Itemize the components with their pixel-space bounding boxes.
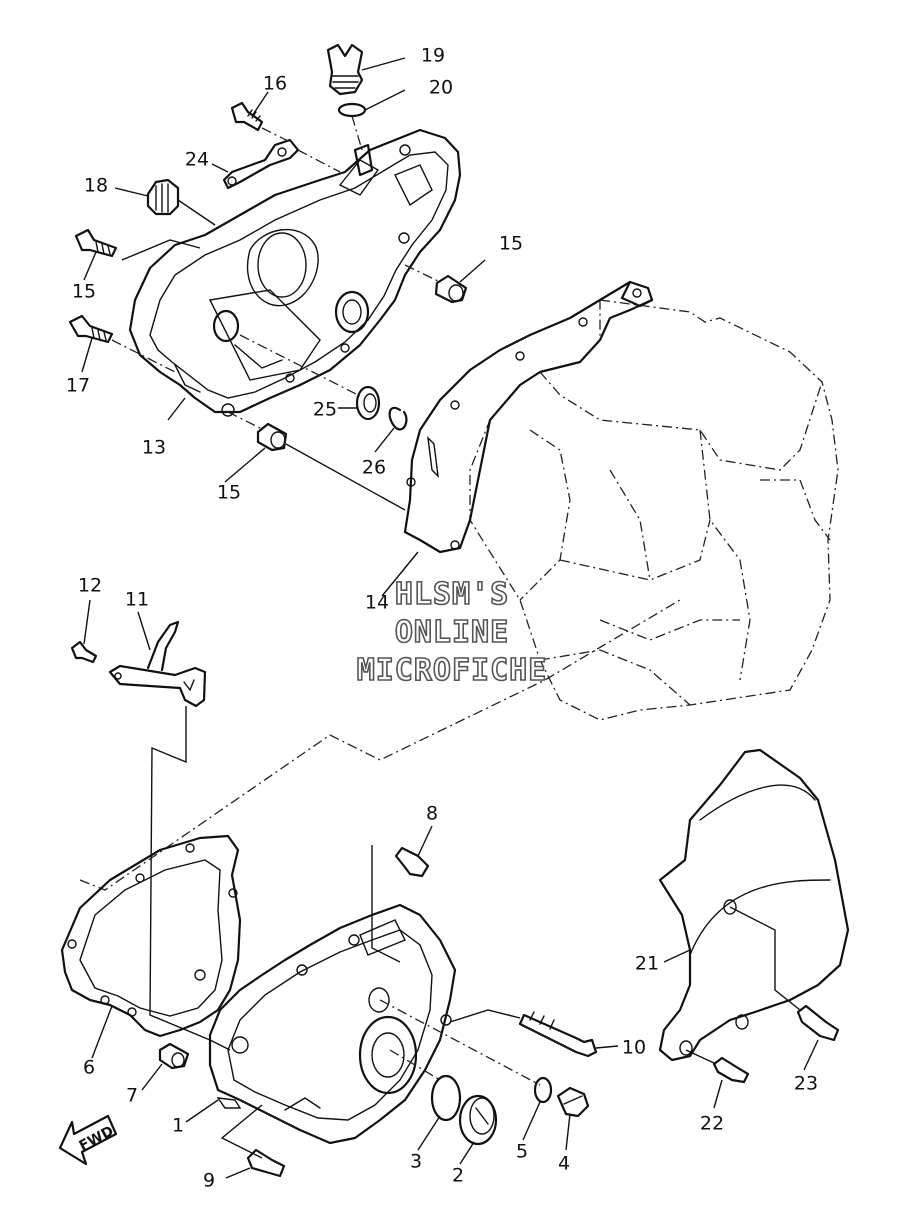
part-labels: 19 20 16 24 18 15 15 17 13 25 26 15 14 1… — [66, 45, 818, 1192]
bolt-24 — [796, 1004, 840, 1042]
crankcase-cover-13 — [128, 128, 462, 417]
screw-17 — [230, 101, 264, 132]
bolt-23 — [712, 1056, 750, 1084]
bolt-18 — [68, 314, 114, 344]
drain-plug-4 — [556, 1086, 590, 1118]
part-label-18: 17 — [66, 375, 90, 397]
part-label-13: 13 — [142, 437, 166, 459]
engine-block-outline — [469, 299, 839, 721]
o-ring-5 — [533, 1076, 553, 1104]
part-label-8: 8 — [426, 803, 438, 825]
fwd-label: FWD — [77, 1123, 117, 1154]
o-ring-3 — [430, 1074, 462, 1122]
dowel-pin-7 — [158, 1042, 190, 1070]
oil-seal-26 — [355, 385, 381, 421]
bolt-9 — [246, 1148, 286, 1178]
fwd-arrow-icon: FWD — [58, 1114, 118, 1166]
part-label-15-lower: 15 — [217, 482, 241, 504]
bolt-8 — [394, 846, 430, 878]
part-label-3: 3 — [410, 1151, 422, 1173]
watermark-line-3: MICROFICHE — [357, 653, 548, 688]
bolt-16 — [74, 228, 118, 258]
part-label-17: 16 — [263, 73, 287, 95]
part-label-6: 6 — [83, 1057, 95, 1079]
part-label-9: 9 — [203, 1170, 215, 1192]
part-label-7: 7 — [126, 1085, 138, 1107]
label-leaders — [81, 57, 819, 1179]
bolt-10 — [518, 1011, 598, 1058]
bolt-12 — [70, 640, 98, 664]
part-label-12: 12 — [78, 575, 102, 597]
crankcase-gasket-14 — [403, 280, 654, 554]
part-label-20: 19 — [421, 45, 445, 67]
part-label-21: 20 — [429, 77, 453, 99]
watermark-line-1: HLSM'S — [395, 577, 509, 612]
part-label-10: 10 — [622, 1037, 646, 1059]
sprocket-cover-22 — [658, 748, 850, 1062]
part-label-1: 1 — [172, 1115, 184, 1137]
part-label-26: 25 — [313, 399, 337, 421]
watermark: HLSM'S ONLINE MICROFICHE — [356, 576, 548, 689]
part-label-22: 21 — [635, 953, 659, 975]
part-label-5: 5 — [516, 1141, 528, 1163]
plug-19 — [146, 178, 180, 216]
cover-gasket-6 — [60, 834, 242, 1038]
bracket-25 — [222, 138, 300, 190]
part-label-15-upper: 15 — [499, 233, 523, 255]
part-label-16: 15 — [72, 281, 96, 303]
circlip-27 — [388, 406, 408, 431]
oil-filler-cap-20 — [326, 43, 364, 96]
part-label-19: 18 — [84, 175, 108, 197]
part-label-23: 22 — [700, 1113, 724, 1135]
dowel-pin-15-upper — [434, 274, 468, 304]
part-label-27: 26 — [362, 457, 386, 479]
part-label-14: 14 — [365, 592, 389, 614]
part-label-2: 2 — [452, 1165, 464, 1187]
o-ring-21 — [337, 102, 367, 118]
dowel-pin-15-lower — [256, 422, 288, 452]
part-label-24: 23 — [794, 1073, 818, 1095]
part-label-25: 24 — [185, 149, 209, 171]
plug-2 — [458, 1094, 498, 1146]
lever-11 — [108, 620, 207, 708]
crankcase-cover-1 — [208, 903, 457, 1145]
part-label-4: 4 — [558, 1153, 570, 1175]
part-label-11: 11 — [125, 589, 149, 611]
watermark-line-2: ONLINE — [395, 615, 509, 650]
